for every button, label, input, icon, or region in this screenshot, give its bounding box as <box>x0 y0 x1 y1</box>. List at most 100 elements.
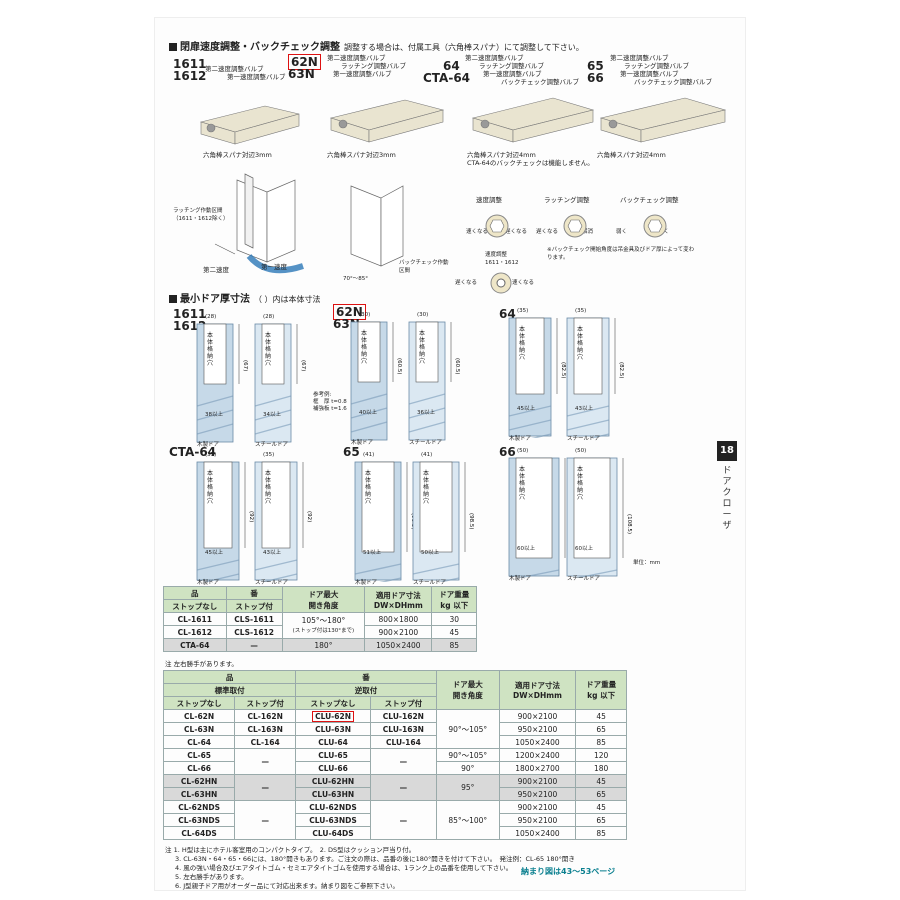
closer-body-1611 <box>199 105 300 145</box>
section1-title: 閉扉速度調整・バックチェック調整 <box>180 42 340 53</box>
body-pocket-label: 本体格納穴 <box>361 330 368 365</box>
body-pocket-label: 本体格納穴 <box>423 470 430 505</box>
backcheck-angle-label: 70°〜85° <box>343 276 368 282</box>
wood-door-label: 木製ドア <box>351 440 374 446</box>
door-cross-section-icon: (92) <box>196 461 254 582</box>
body-pocket-label: 本体格納穴 <box>519 326 526 361</box>
caption-1611: 六角棒スパナ対辺3mm <box>203 151 272 159</box>
pocket-width-label: (28) <box>205 314 217 320</box>
steel-door-label: スチールドア <box>567 576 601 582</box>
s2-model-cta64: CTA-64 <box>169 445 217 459</box>
door-cross-section-icon: (67) <box>196 323 248 443</box>
body-pocket-label: 本体格納穴 <box>365 470 372 505</box>
closer-body-64 <box>471 97 595 143</box>
door-cross-section-icon: (67) <box>254 323 306 443</box>
closer-body-65 <box>599 97 727 143</box>
reference-pages-link[interactable]: 納まり図は43〜53ページ <box>521 867 616 876</box>
section2-note: （ ）内は本体寸法 <box>254 295 321 304</box>
min-thickness-label: 34以上 <box>263 412 281 418</box>
caption-65: 六角棒スパナ対辺4mm <box>597 151 666 159</box>
table1-note: 注 左右勝手があります。 <box>165 660 238 668</box>
closer-body-62n <box>329 99 445 143</box>
body-pocket-label: 本体格納穴 <box>577 466 584 501</box>
chapter-tab-label: ドアクローザ <box>722 466 732 531</box>
dial-icons <box>485 214 667 238</box>
pocket-height-label: (92) <box>248 511 254 522</box>
valve-labels-65: 第二速度調整バルブラッチング調整バルブ第一速度調整バルブバックチェック調整バルブ <box>610 54 712 86</box>
backcheck-dial-icon <box>643 214 667 238</box>
pocket-width-label: (50) <box>517 448 529 454</box>
s2-model-64: 64 <box>499 307 516 321</box>
min-thickness-label: 50以上 <box>421 550 439 556</box>
door-cross-section-icon: (108.5) <box>566 457 632 578</box>
pocket-height-label: (67) <box>300 360 306 371</box>
valve-labels-62n: 第二速度調整バルブラッチング調整バルブ第一速度調整バルブ <box>327 54 406 78</box>
steel-door-label: スチールドア <box>255 442 289 448</box>
bullet-square-icon <box>169 43 177 51</box>
wood-door-label: 木製ドア <box>509 436 532 442</box>
catalog-page: 閉扉速度調整・バックチェック調整調整する場合は、付属工具（六角棒スパナ）にて調整… <box>155 18 745 890</box>
min-thickness-label: 43以上 <box>575 406 593 412</box>
highlight-box: CLU-62N <box>312 710 354 722</box>
section1-note: 調整する場合は、付属工具（六角棒スパナ）にて調整して下さい。 <box>344 43 584 52</box>
chapter-tab-number[interactable]: 18 <box>717 441 737 461</box>
pocket-height-label: (98.5) <box>468 513 474 530</box>
wood-door-label: 木製ドア <box>197 580 220 586</box>
model-label-62n: 62N 63N <box>288 54 321 80</box>
steel-door-label: スチールドア <box>255 580 289 586</box>
door-cross-section-icon: (60.5) <box>350 321 402 441</box>
min-thickness-label: 51以上 <box>363 550 381 556</box>
highlight-box: 62N <box>288 54 321 70</box>
pocket-height-label: (82.5) <box>618 362 624 379</box>
dial-1611-icon <box>490 272 512 294</box>
footnotes: 注 1. H型は主にホテル客室用のコンパクトタイプ。 2. DS型はクッション戸… <box>165 846 575 890</box>
body-pocket-label: 本体格納穴 <box>419 330 426 365</box>
min-thickness-label: 43以上 <box>263 550 281 556</box>
second-speed-label: 第二速度 <box>203 266 229 274</box>
min-thickness-label: 36以上 <box>417 410 435 416</box>
door-cross-section-icon: (82.5) <box>566 317 624 438</box>
door-cross-section-icon: (108.5) <box>508 457 574 578</box>
pocket-width-label: (41) <box>421 452 433 458</box>
s2-model-65: 65 <box>343 445 360 459</box>
latching-zone-label: ラッチング作動区間（1611・1612除く） <box>173 208 229 222</box>
s2-model-66: 66 <box>499 445 516 459</box>
pocket-height-label: (60.5) <box>454 358 460 375</box>
pocket-width-label: (35) <box>205 452 217 458</box>
highlight-box: 62N <box>333 304 366 320</box>
door-cross-section-icon: (98.5) <box>354 461 416 582</box>
latching-dial-icon <box>563 214 587 238</box>
pocket-width-label: (28) <box>263 314 275 320</box>
door-cross-section-icon: (82.5) <box>508 317 566 438</box>
section2-heading: 最小ドア厚寸法 （ ）内は本体寸法 <box>169 290 321 305</box>
th-ban: 番 <box>225 586 283 600</box>
body-pocket-label: 本体格納穴 <box>207 470 214 505</box>
steel-door-label: スチールドア <box>567 436 601 442</box>
body-pocket-label: 本体格納穴 <box>265 470 272 505</box>
min-thickness-label: 60以上 <box>575 546 593 552</box>
section2-title: 最小ドア厚寸法 <box>180 294 250 305</box>
pocket-width-label: (35) <box>517 308 529 314</box>
wood-door-label: 木製ドア <box>355 580 378 586</box>
dial-1611-left: 遅くなる <box>455 280 478 286</box>
valve-labels-64: 第二速度調整バルブラッチング調整バルブ第一速度調整バルブバックチェック調整バルブ <box>465 54 579 86</box>
caption-62n: 六角棒スパナ対辺3mm <box>327 151 396 159</box>
pocket-width-label: (35) <box>575 308 587 314</box>
pocket-height-label: (92) <box>306 511 312 522</box>
